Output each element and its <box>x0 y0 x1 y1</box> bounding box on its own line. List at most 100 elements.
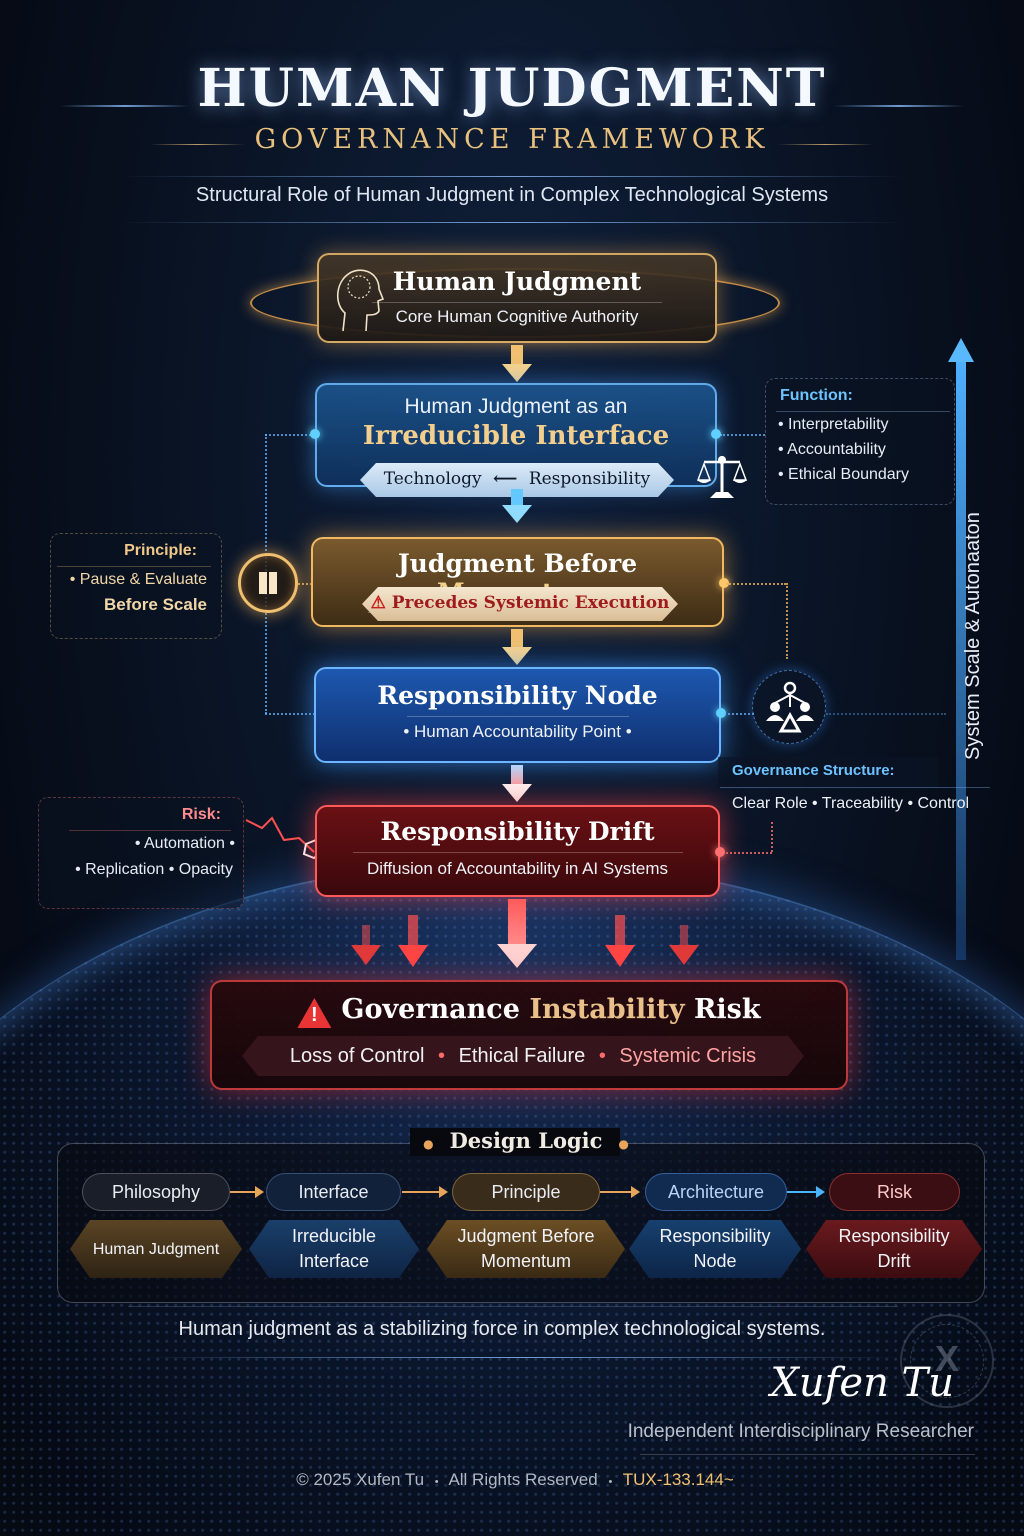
stage-concept-human-judgment: Human Judgment <box>70 1220 242 1278</box>
stage-pill-philosophy[interactable]: Philosophy <box>82 1173 230 1211</box>
footer-rule <box>640 1454 975 1455</box>
node-title: Responsibility Node <box>377 681 658 710</box>
connector-line <box>724 713 754 715</box>
flow-arrow-icon <box>605 945 635 967</box>
node-title-line1: Human Judgment as an <box>404 395 628 418</box>
function-item: • Accountability <box>778 441 886 458</box>
page-title: HUMAN JUDGMENT <box>197 58 827 119</box>
hierarchy-people-icon <box>752 670 826 744</box>
subtitle-rule-left <box>150 144 245 145</box>
connector-line <box>826 713 946 715</box>
footer-rule <box>140 1357 900 1358</box>
flow-arrow-shaft <box>408 915 418 947</box>
flow-arrow-icon <box>669 945 699 965</box>
flow-arrow-shaft <box>511 345 523 367</box>
node-responsibility-node[interactable]: Responsibility Node • Human Accountabili… <box>314 667 721 763</box>
governance-structure-title: Governance Structure: <box>732 762 895 779</box>
footer-statement: Human judgment as a stabilizing force in… <box>178 1318 826 1340</box>
connector-dot <box>716 708 726 718</box>
connector-line <box>771 822 773 852</box>
connector-line <box>722 852 772 854</box>
author-seal-icon: X <box>900 1314 994 1408</box>
principle-panel: Principle: • Pause & Evaluate Before Sca… <box>50 533 222 639</box>
stage-pill-interface[interactable]: Interface <box>266 1173 401 1211</box>
author-role: Independent Interdisciplinary Researcher <box>627 1421 974 1442</box>
document-code: TUX-133.144~ <box>622 1470 734 1489</box>
connector-line <box>265 434 315 436</box>
scale-axis-label: System Scale & Autonaaton <box>962 512 984 760</box>
function-panel: Function: • Interpretability • Accountab… <box>765 378 955 505</box>
stage-arrow-icon <box>787 1186 825 1198</box>
flow-arrow-shaft <box>511 489 523 507</box>
risk-outcomes-banner: Loss of Control • Ethical Failure • Syst… <box>242 1036 804 1076</box>
function-item: • Interpretability <box>778 416 889 433</box>
node-subtitle: Diffusion of Accountability in AI System… <box>366 859 669 878</box>
title-rule-left <box>60 105 190 107</box>
stage-concept-responsibility-node: Responsibility Node <box>629 1220 801 1278</box>
stage-pill-architecture[interactable]: Architecture <box>645 1173 787 1211</box>
scale-axis-arrow-icon <box>948 338 974 362</box>
governance-structure-panel: Governance Structure: <box>718 757 938 787</box>
stage-concept-judgment-before-momentum: Judgment Before Momentum <box>427 1220 625 1278</box>
page-tagline: Structural Role of Human Judgment in Com… <box>195 184 829 206</box>
warning-triangle-icon: ! <box>297 998 332 1028</box>
principle-line: Before Scale <box>104 595 207 614</box>
flow-arrow-icon <box>502 364 532 382</box>
connector-dot <box>719 578 729 588</box>
brain-head-icon <box>336 269 385 332</box>
author-signature: Xufen Tu <box>770 1360 954 1406</box>
principle-line: • Pause & Evaluate <box>69 571 207 588</box>
connector-line <box>265 713 315 715</box>
flow-arrow-icon <box>398 945 428 967</box>
risk-outcome: Systemic Crisis <box>619 1045 757 1067</box>
node-divider <box>372 302 662 303</box>
principle-panel-title: Principle: <box>124 542 197 559</box>
node-title: Judgment Before Momentum <box>397 549 638 607</box>
panel-divider <box>69 830 231 831</box>
design-logic-title: ●Design Logic● <box>423 1128 629 1153</box>
governance-structure-items: Clear Role • Traceability • Control <box>732 795 970 812</box>
node-divider <box>406 716 629 717</box>
title-rule-right <box>834 105 964 107</box>
node-title-line2: Irreducible Interface <box>362 421 670 451</box>
flow-arrow-shaft <box>615 915 625 947</box>
flow-arrow-icon <box>502 784 532 802</box>
risk-line: • Automation • <box>134 835 235 852</box>
risk-panel-title: Risk: <box>181 806 221 823</box>
risk-box-title: !Governance Instability Risk <box>212 994 846 1028</box>
panel-divider <box>776 411 950 412</box>
connector-line <box>720 434 765 436</box>
tagline-rule-top <box>120 176 904 177</box>
warning-icon: ⚠ <box>370 593 386 613</box>
connector-dot <box>715 847 725 857</box>
function-item: • Ethical Boundary <box>778 466 910 483</box>
lightning-icon <box>245 816 324 860</box>
flow-arrow-icon <box>497 944 537 968</box>
stage-concept-responsibility-drift: Responsibility Drift <box>806 1220 982 1278</box>
scale-axis-bar <box>956 360 966 960</box>
flow-arrow-shaft <box>511 629 523 649</box>
panel-divider <box>57 566 211 567</box>
node-subtitle: • Human Accountability Point • <box>403 722 632 741</box>
node-title: Human Judgment <box>392 267 642 296</box>
panel-divider <box>720 787 990 788</box>
connector-line <box>786 583 788 659</box>
risk-outcome: Loss of Control <box>289 1045 425 1067</box>
stage-pill-principle[interactable]: Principle <box>452 1173 600 1211</box>
connector-line <box>298 583 312 585</box>
node-divider <box>352 852 683 853</box>
flow-arrow-icon <box>502 505 532 523</box>
node-human-judgment[interactable]: Human Judgment Core Human Cognitive Auth… <box>317 253 717 343</box>
page-subtitle: GOVERNANCE FRAMEWORK <box>254 124 770 155</box>
node-responsibility-drift[interactable]: Responsibility Drift Diffusion of Accoun… <box>315 805 720 897</box>
stage-pill-risk[interactable]: Risk <box>829 1173 960 1211</box>
risk-line: • Replication • Opacity <box>75 861 233 878</box>
tagline-rule-bottom <box>120 222 904 223</box>
flow-arrow-icon <box>502 647 532 665</box>
footer-rule <box>128 1306 898 1307</box>
connector-dot <box>310 429 320 439</box>
copyright-line: © 2025 Xufen Tu • All Rights Reserved • … <box>296 1470 734 1489</box>
flow-arrow-icon <box>351 945 381 965</box>
flow-arrow-shaft <box>362 925 370 947</box>
arrow-left-icon: ⟵ <box>493 469 518 489</box>
